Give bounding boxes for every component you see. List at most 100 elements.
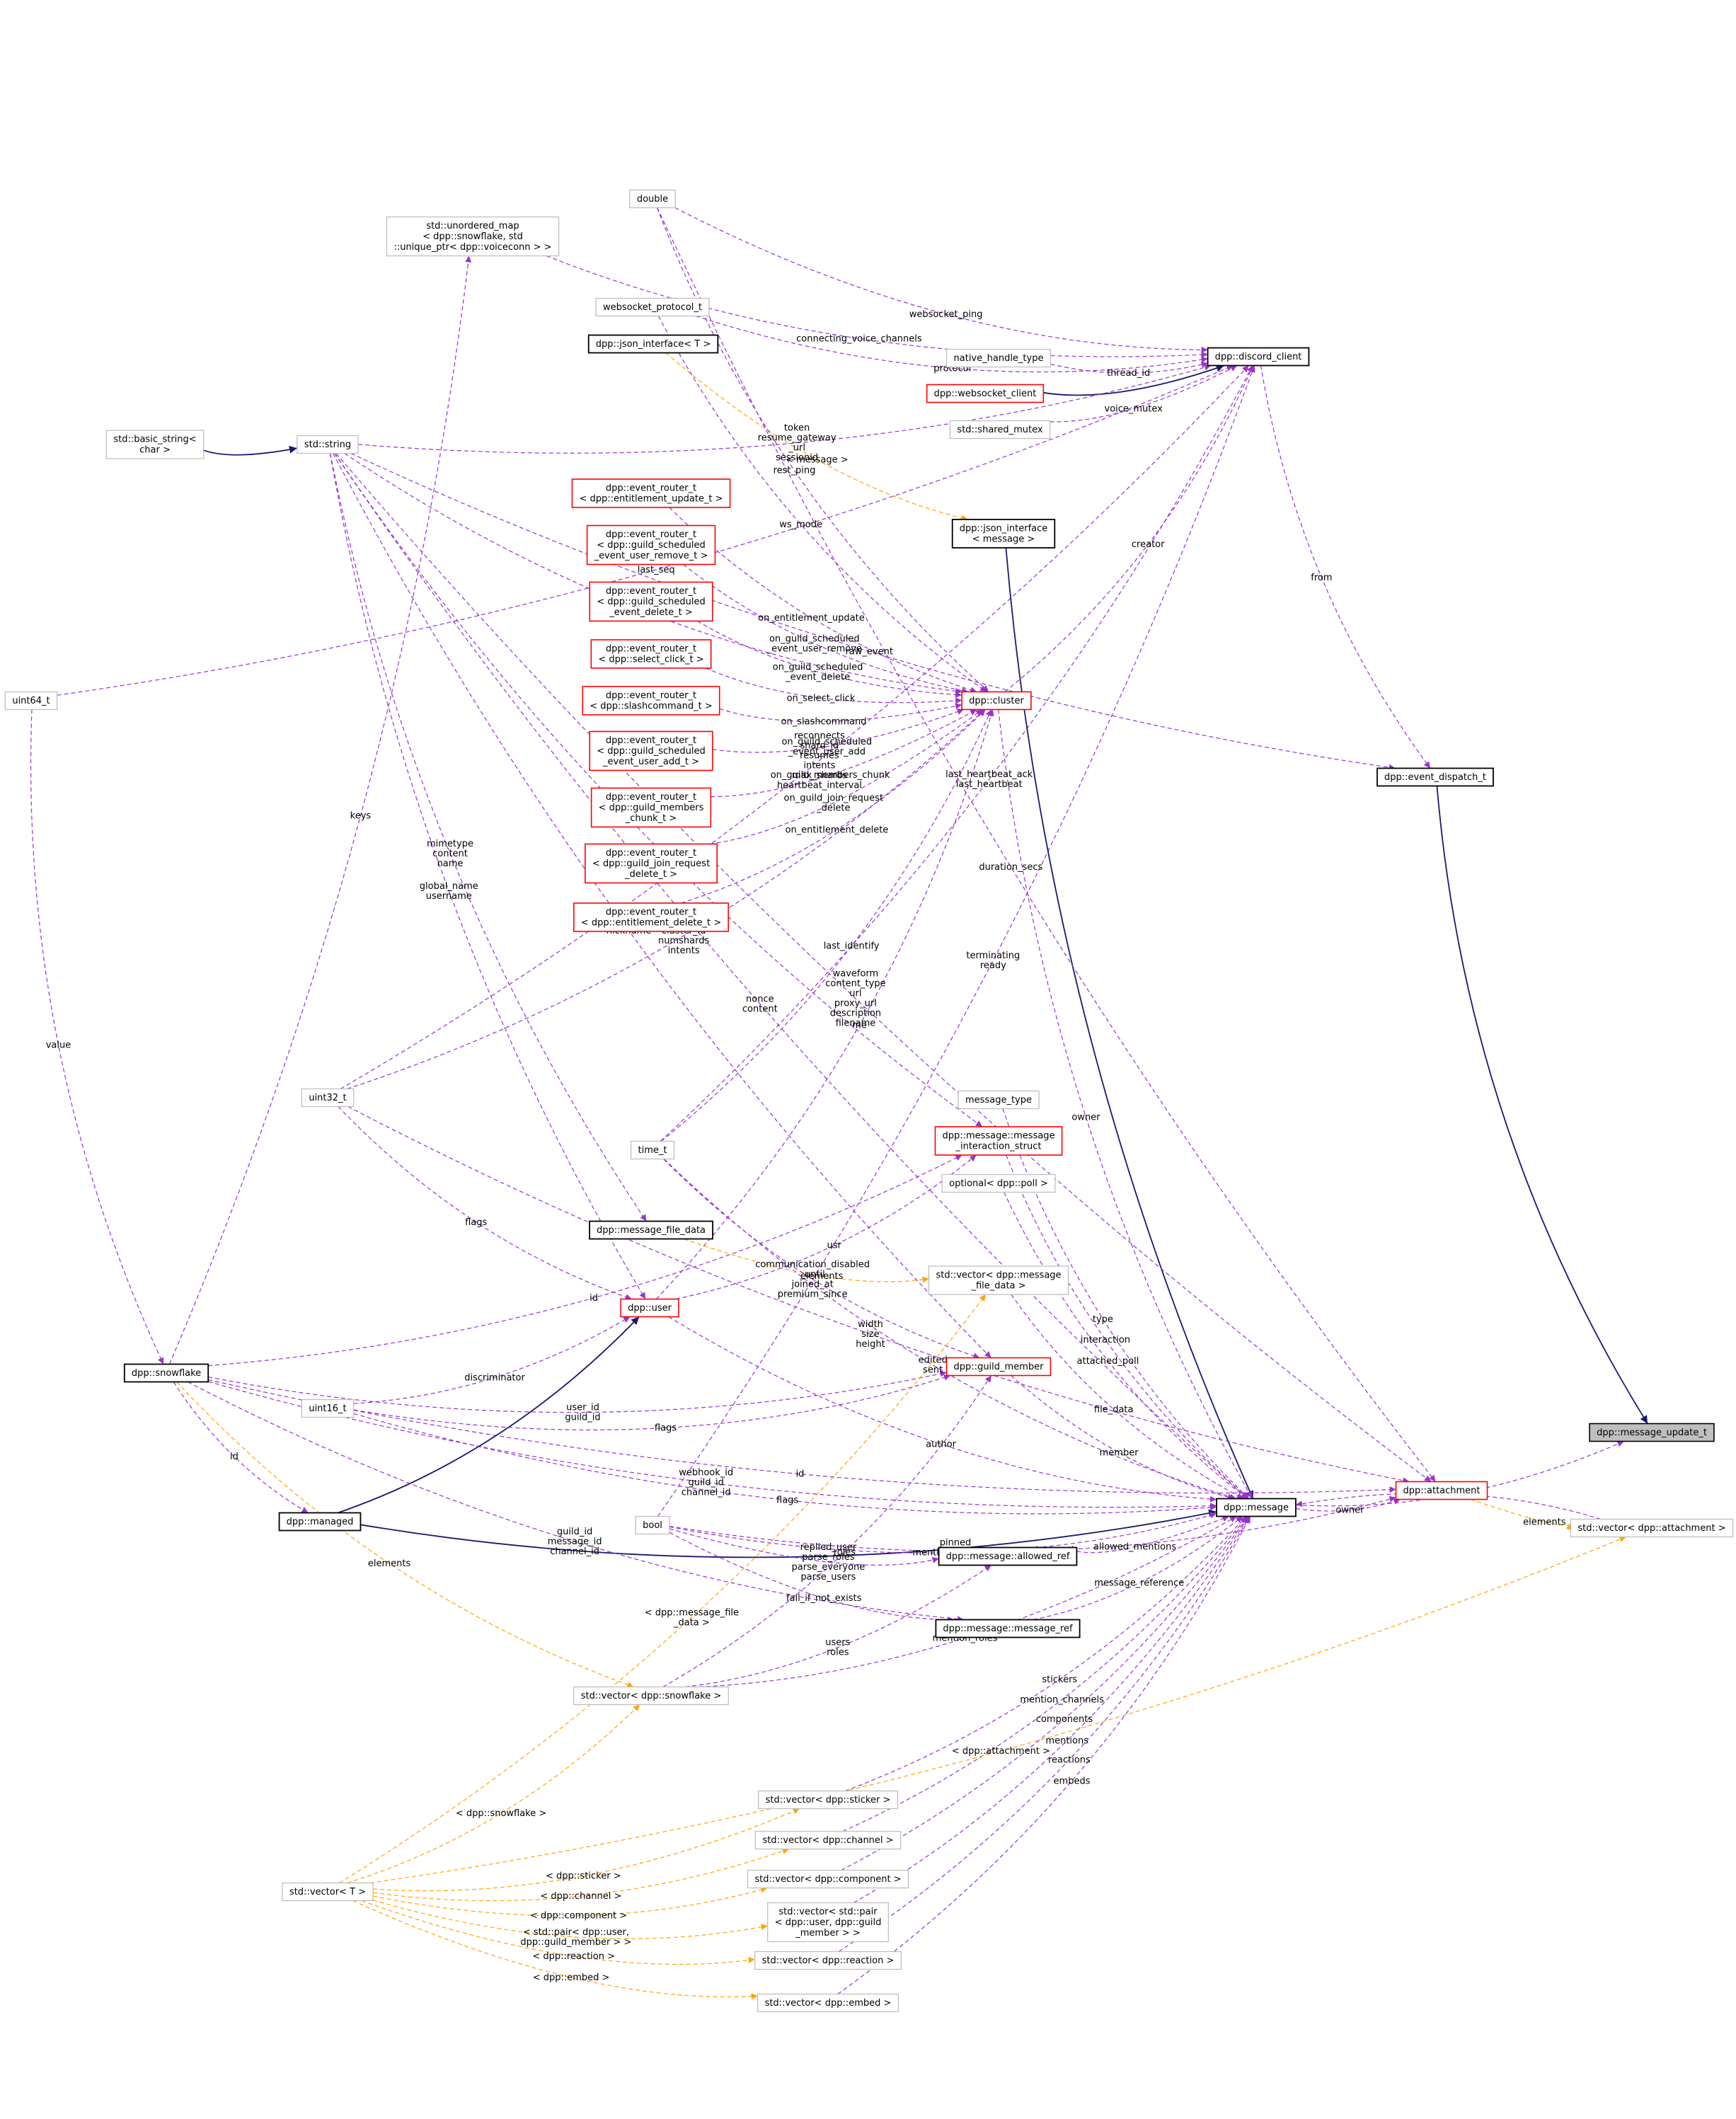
edge-label-line: id <box>590 1293 598 1304</box>
edge-label-line: thread_id <box>1107 368 1150 379</box>
edge-label: communication_disabled_untiljoined_atpre… <box>755 1259 870 1299</box>
edge-label-line: token <box>784 423 810 434</box>
node-guild-member: dpp::guild_member <box>945 1357 1052 1377</box>
edge-label: flags <box>465 1217 487 1228</box>
node-label: dpp::event_router_t <box>606 792 696 803</box>
node-label: std::shared_mutex <box>957 425 1042 435</box>
node-time-t: time_t <box>630 1140 675 1160</box>
edge-label-line: fail_if_not_exists <box>786 1593 862 1604</box>
edge-label-line: flags <box>776 1495 798 1506</box>
node-label: dpp::json_interface< T > <box>596 339 711 350</box>
edge-label-line: mimetype <box>427 839 473 849</box>
node-label: < dpp::guild_scheduled <box>597 540 706 551</box>
edge-label-line: < message > <box>786 455 848 466</box>
edge-label-line: last_heartbeat <box>956 779 1023 790</box>
node-shared-mutex: std::shared_mutex <box>949 420 1051 440</box>
edge-er-slashcommand-to-cluster <box>719 703 962 722</box>
node-box <box>747 1869 909 1889</box>
node-label: message_type <box>965 1095 1032 1106</box>
node-uint16-t: uint16_t <box>301 1399 355 1418</box>
node-box <box>949 420 1051 440</box>
edge-vector-T-to-vector-component <box>372 1886 768 1917</box>
node-cluster: dpp::cluster <box>961 691 1032 711</box>
edge-label-line: replied_user <box>800 1542 857 1553</box>
node-label: std::vector< dpp::attachment > <box>1577 1523 1725 1534</box>
node-snowflake: dpp::snowflake <box>123 1363 209 1383</box>
edge-label-line: guild_id <box>557 1527 592 1537</box>
edge-label: member <box>1100 1447 1139 1458</box>
edge-er-gs-user-remove-to-cluster <box>683 564 969 694</box>
edge-cluster-to-discord-client <box>1004 365 1254 692</box>
edge-vector-T-to-vector-file-data <box>339 1294 987 1884</box>
edge-label-line: parse_everyone <box>792 1562 866 1573</box>
edge-label-line: _delete <box>816 803 850 813</box>
edge-label: roles <box>834 1547 856 1558</box>
node-box <box>635 1515 670 1535</box>
node-label: < dpp::guild_scheduled <box>597 746 706 757</box>
node-label: std::string <box>304 440 351 450</box>
node-label: dpp::message::allowed_ref <box>946 1551 1070 1562</box>
node-label: dpp::message_file_data <box>597 1225 706 1236</box>
edge-label: keys <box>350 811 372 822</box>
node-unordered-map: std::unordered_map< dpp::snowflake, std:… <box>386 216 560 257</box>
edge-label-line: discriminator <box>464 1372 525 1383</box>
node-box <box>586 524 716 565</box>
edge-label-line: _until <box>799 1269 824 1280</box>
node-box <box>1589 1423 1715 1442</box>
edge-label: < dpp::channel > <box>540 1891 621 1902</box>
edge-snowflake-to-message-ref <box>188 1381 964 1623</box>
node-label: < dpp::guild_members <box>599 803 704 813</box>
node-box <box>620 1298 679 1318</box>
node-box <box>1216 1498 1297 1517</box>
edge-label-line: attached_poll <box>1077 1356 1139 1367</box>
edge-label: on_guild_scheduled_event_delete <box>773 662 863 682</box>
edge-vector-pair-to-message <box>853 1516 1250 1904</box>
node-vector-component: std::vector< dpp::component > <box>747 1869 909 1889</box>
edge-label: websocket_ping <box>909 309 983 320</box>
node-label: _chunk_t > <box>625 813 677 824</box>
node-box <box>958 1090 1040 1110</box>
edge-label-line: last_seq <box>638 565 675 575</box>
edge-label: id <box>230 1452 238 1462</box>
edge-label-line: nonce <box>746 994 774 1005</box>
edge-label-line: global_name <box>420 881 478 892</box>
edge-label-line: on_guild_scheduled <box>769 633 860 644</box>
edge-label: mention_channels <box>1020 1694 1104 1705</box>
edge-vector-T-to-vector-snowflake <box>347 1704 640 1884</box>
node-box <box>945 348 1052 368</box>
node-websocket-protocol-t: websocket_protocol_t <box>595 297 710 317</box>
node-box <box>590 787 712 828</box>
edge-label-line: owner <box>1071 1112 1100 1122</box>
edge-label: author <box>926 1439 956 1449</box>
node-label: < dpp::snowflake, std <box>422 231 523 242</box>
node-managed: dpp::managed <box>278 1512 362 1532</box>
edge-uint32-t-to-cluster <box>347 709 985 1090</box>
node-er-gs-user-remove: dpp::event_router_t< dpp::guild_schedule… <box>586 524 716 565</box>
edge-string-to-user <box>329 453 646 1299</box>
node-double: double <box>629 189 676 209</box>
edge-label-line: reconnects <box>794 730 845 741</box>
node-box <box>278 1512 362 1532</box>
node-er-select-click: dpp::event_router_t< dpp::select_click_t… <box>590 639 712 669</box>
edge-label-line: resume_gateway <box>758 433 837 444</box>
node-label: std::vector< dpp::message <box>936 1270 1061 1281</box>
edge-label-line: guild_id <box>565 1413 600 1423</box>
node-message: dpp::message <box>1216 1498 1297 1517</box>
edge-label-line: creator <box>1132 539 1165 550</box>
edge-string-to-message-file-data <box>330 453 647 1222</box>
node-discord-client: dpp::discord_client <box>1207 347 1310 367</box>
edge-label-line: edited <box>919 1355 948 1366</box>
node-box <box>1395 1481 1488 1500</box>
node-vector-snowflake: std::vector< dpp::snowflake > <box>573 1686 729 1706</box>
edge-label: discriminator <box>464 1372 525 1383</box>
edge-vector-attachment-to-message <box>1295 1493 1601 1520</box>
node-er-join-request-delete: dpp::event_router_t< dpp::guild_join_req… <box>585 843 718 884</box>
edge-label: last_seq <box>638 565 675 575</box>
edge-label-line: message_id <box>548 1537 602 1547</box>
node-box <box>301 1399 355 1418</box>
edge-vector-T-to-vector-embed <box>352 1900 758 2000</box>
edge-label: replied_userparse_rolesparse_everyonepar… <box>792 1542 866 1583</box>
